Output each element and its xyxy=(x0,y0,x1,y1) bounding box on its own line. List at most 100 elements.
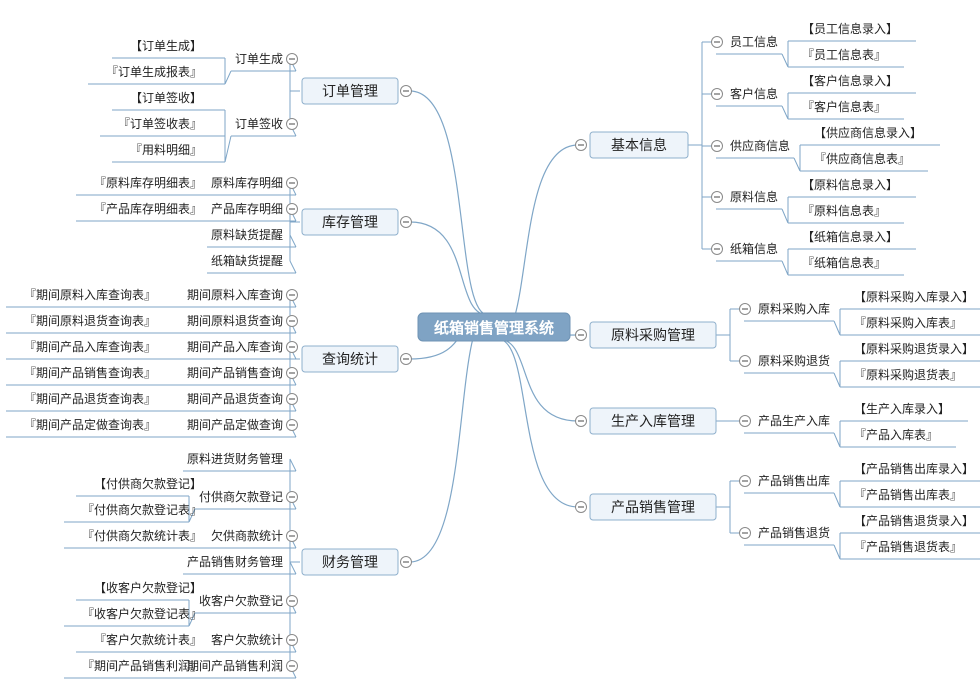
leaf-s_ret-1: 『产品销售退货表』 xyxy=(854,539,962,554)
leaf-raw_stock-0: 『原料库存明细表』 xyxy=(94,175,202,190)
connector-root-finance xyxy=(409,314,489,563)
collapse-order_sign-icon[interactable] xyxy=(286,118,298,130)
collapse-q1-icon[interactable] xyxy=(286,289,298,301)
node-q4: 期间产品销售查询 xyxy=(187,365,283,380)
collapse-f7-icon[interactable] xyxy=(286,660,298,672)
leaf-link-f5 xyxy=(188,612,196,627)
branch-label-sales: 产品销售管理 xyxy=(611,500,695,516)
collapse-raw_stock-icon[interactable] xyxy=(286,177,298,189)
leaf-supp-0: 【供应商信息录入】 xyxy=(814,125,922,140)
collapse-raw-icon[interactable] xyxy=(711,191,723,203)
leaf-q2-0: 『期间原料退货查询表』 xyxy=(24,313,156,328)
leaf-link-s_ret xyxy=(833,544,841,560)
link-f4 xyxy=(289,561,297,575)
collapse-p_ret-icon[interactable] xyxy=(739,355,751,367)
leaf-order_gen-0: 【订单生成】 xyxy=(130,39,202,53)
node-p_ret: 原料采购退货 xyxy=(758,353,830,368)
collapse-order-icon[interactable] xyxy=(400,85,412,97)
node-q6: 期间产品定做查询 xyxy=(187,417,283,432)
connector-layer xyxy=(6,40,980,679)
collapse-purchase-icon[interactable] xyxy=(575,329,587,341)
branch-sales[interactable] xyxy=(589,493,717,521)
leaf-f2-0: 【付供商欠款登记】 xyxy=(94,476,202,491)
leaf-f6-0: 『客户欠款统计表』 xyxy=(94,632,202,647)
node-raw: 原料信息 xyxy=(730,189,778,204)
collapse-p_in-icon[interactable] xyxy=(739,303,751,315)
leaf-q3-0: 『期间产品入库查询表』 xyxy=(24,339,156,354)
branch-query[interactable] xyxy=(301,345,399,373)
leaf-s_ret-0: 【产品销售退货录入】 xyxy=(854,513,974,528)
node-f2: 付供商欠款登记 xyxy=(199,489,283,504)
collapse-s_out-icon[interactable] xyxy=(739,475,751,487)
collapse-q4-icon[interactable] xyxy=(286,367,298,379)
node-s_out: 产品销售出库 xyxy=(758,473,830,488)
collapse-order_gen-icon[interactable] xyxy=(286,53,298,65)
collapse-f2-icon[interactable] xyxy=(286,491,298,503)
collapse-prod_stock-icon[interactable] xyxy=(286,203,298,215)
branch-order[interactable] xyxy=(301,77,399,105)
collapse-f3-icon[interactable] xyxy=(286,530,298,542)
branch-label-query: 查询统计 xyxy=(322,352,378,368)
connector-root-basic xyxy=(497,144,579,340)
node-raw_short: 原料缺货提醒 xyxy=(211,227,283,242)
collapse-q5-icon[interactable] xyxy=(286,393,298,405)
connector-root-stock xyxy=(409,221,489,316)
node-q3: 期间产品入库查询 xyxy=(187,339,283,354)
collapse-s_ret-icon[interactable] xyxy=(739,527,751,539)
node-q1: 期间原料入库查询 xyxy=(187,287,283,302)
leaf-q5-0: 『期间产品退货查询表』 xyxy=(24,391,156,406)
leaf-f7-0: 『期间产品销售利润』 xyxy=(82,658,202,673)
collapse-f6-icon[interactable] xyxy=(286,634,298,646)
collapse-stock-icon[interactable] xyxy=(400,216,412,228)
branch-production[interactable] xyxy=(589,407,717,435)
leaf-f2-1: 『付供商欠款登记表』 xyxy=(82,502,202,517)
leaf-order_gen-1: 『订单生成报表』 xyxy=(106,64,202,79)
node-f4: 产品销售财务管理 xyxy=(187,554,283,569)
collapse-staff-icon[interactable] xyxy=(711,36,723,48)
collapse-q6-icon[interactable] xyxy=(286,419,298,431)
node-cust: 客户信息 xyxy=(730,86,778,101)
collapse-q3-icon[interactable] xyxy=(286,341,298,353)
leaf-link-cust xyxy=(781,105,789,120)
branch-label-stock: 库存管理 xyxy=(322,215,378,231)
collapse-box-icon[interactable] xyxy=(711,243,723,255)
leaf-prod_in-0: 【生产入库录入】 xyxy=(854,401,950,416)
node-order_gen: 订单生成 xyxy=(235,52,283,66)
collapse-supp-icon[interactable] xyxy=(711,140,723,152)
leaf-staff-1: 『员工信息表』 xyxy=(802,47,886,62)
collapse-q2-icon[interactable] xyxy=(286,315,298,327)
root-node[interactable] xyxy=(417,312,571,342)
leaf-link-supp xyxy=(793,157,801,172)
leaf-prod_in-1: 『产品入库表』 xyxy=(854,427,938,442)
collapse-finance-icon[interactable] xyxy=(400,556,412,568)
leaf-p_in-1: 『原料采购入库表』 xyxy=(854,315,962,330)
leaf-p_ret-0: 【原料采购退货录入】 xyxy=(854,341,974,356)
branch-purchase[interactable] xyxy=(589,321,717,349)
collapse-query-icon[interactable] xyxy=(400,353,412,365)
collapse-basic-icon[interactable] xyxy=(575,139,587,151)
connector-root-production xyxy=(497,338,579,422)
leaf-link-prod_in xyxy=(833,432,841,448)
node-staff: 员工信息 xyxy=(730,34,778,49)
branch-stock[interactable] xyxy=(301,208,399,236)
collapse-sales-icon[interactable] xyxy=(575,501,587,513)
root-title: 纸箱销售管理系统 xyxy=(434,319,554,337)
leaf-f3-0: 『付供商欠款统计表』 xyxy=(82,528,202,543)
leaf-link-s_out xyxy=(833,492,841,508)
link-box_short xyxy=(289,260,297,274)
leaf-q1-0: 『期间原料入库查询表』 xyxy=(24,287,156,302)
leaf-f5-1: 『收客户欠款登记表』 xyxy=(82,606,202,621)
link-f1 xyxy=(289,458,297,472)
leaf-link-p_ret xyxy=(833,372,841,388)
leaf-link-p_in xyxy=(833,320,841,336)
collapse-production-icon[interactable] xyxy=(575,415,587,427)
leaf-box-1: 『纸箱信息表』 xyxy=(802,255,886,270)
leaf-link-raw xyxy=(781,208,789,224)
collapse-prod_in-icon[interactable] xyxy=(739,415,751,427)
leaf-cust-1: 『客户信息表』 xyxy=(802,99,886,114)
branch-finance[interactable] xyxy=(301,548,399,576)
collapse-cust-icon[interactable] xyxy=(711,88,723,100)
branch-basic[interactable] xyxy=(589,131,689,159)
node-q5: 期间产品退货查询 xyxy=(187,391,283,406)
collapse-f5-icon[interactable] xyxy=(286,595,298,607)
